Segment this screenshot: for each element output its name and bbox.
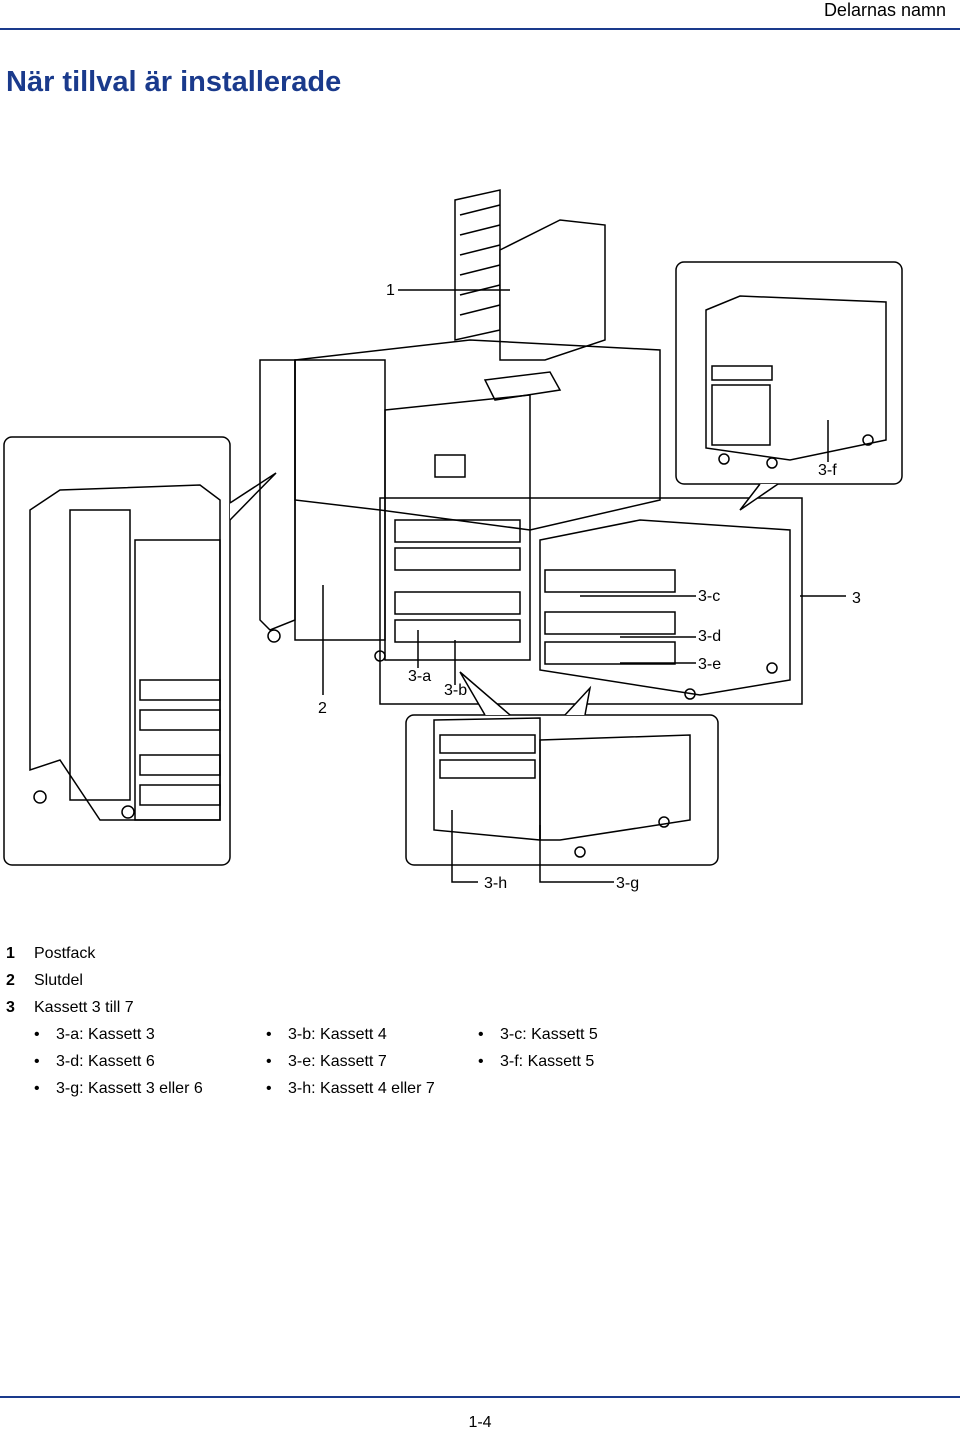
callout-leaders bbox=[322, 289, 846, 883]
legend-text: Slutdel bbox=[34, 972, 83, 989]
tray-options-inset bbox=[405, 671, 719, 866]
callout-3d: 3-d bbox=[698, 628, 721, 645]
bullet-item: 3-h: Kassett 4 eller 7 bbox=[266, 1075, 435, 1102]
bullet-row: 3-d: Kassett 6 3-e: Kassett 7 3-f: Kasse… bbox=[6, 1048, 594, 1075]
callout-3g: 3-g bbox=[616, 875, 639, 892]
footer-rule bbox=[0, 1396, 960, 1398]
callout-3f: 3-f bbox=[818, 462, 837, 479]
bullet-item: 3-b: Kassett 4 bbox=[266, 1021, 387, 1048]
page-title: När tillval är installerade bbox=[6, 66, 342, 98]
side-feeder bbox=[379, 497, 803, 705]
legend: 1 Postfack 2 Slutdel 3 Kassett 3 till 7 3-a… bbox=[6, 940, 598, 1102]
section-title: Delarnas namn bbox=[823, 0, 946, 20]
large-feeder-inset bbox=[675, 261, 903, 511]
bullet-row: 3-a: Kassett 3 3-b: Kassett 4 3-c: Kasse… bbox=[6, 1021, 598, 1048]
legend-text: Postfack bbox=[34, 945, 96, 962]
legend-item: 2 Slutdel bbox=[6, 967, 134, 994]
main-printer bbox=[259, 189, 661, 662]
bullet-item: 3-c: Kassett 5 bbox=[478, 1021, 598, 1048]
bullet-item: 3-g: Kassett 3 eller 6 bbox=[34, 1075, 203, 1102]
bullet-item: 3-e: Kassett 7 bbox=[266, 1048, 387, 1075]
callout-3e: 3-e bbox=[698, 656, 721, 673]
callout-3b: 3-b bbox=[444, 682, 467, 699]
legend-item: 3 Kassett 3 till 7 bbox=[6, 994, 134, 1021]
callout-3h: 3-h bbox=[484, 875, 507, 892]
legend-number: 1 bbox=[6, 945, 15, 962]
legend-number: 3 bbox=[6, 999, 15, 1016]
callout-3: 3 bbox=[852, 590, 861, 607]
page-number: 1-4 bbox=[468, 1414, 492, 1431]
finisher-inset bbox=[3, 436, 277, 866]
header-rule bbox=[0, 28, 960, 30]
callout-2: 2 bbox=[318, 700, 327, 717]
printer-illustration: 1 2 3 3-a 3-b 3-c 3-d 3-e 3-f 3-g 3-h bbox=[3, 189, 903, 892]
legend-number: 2 bbox=[6, 972, 15, 989]
legend-text: Kassett 3 till 7 bbox=[34, 999, 134, 1016]
bullet-item: 3-f: Kassett 5 bbox=[478, 1048, 594, 1075]
callout-1: 1 bbox=[386, 282, 395, 299]
bullet-item: 3-a: Kassett 3 bbox=[34, 1021, 155, 1048]
legend-item: 1 Postfack bbox=[6, 940, 134, 967]
callout-3c: 3-c bbox=[698, 588, 720, 605]
bullet-row: 3-g: Kassett 3 eller 6 3-h: Kassett 4 el… bbox=[6, 1075, 435, 1102]
callout-3a: 3-a bbox=[408, 668, 431, 685]
bullet-item: 3-d: Kassett 6 bbox=[34, 1048, 155, 1075]
